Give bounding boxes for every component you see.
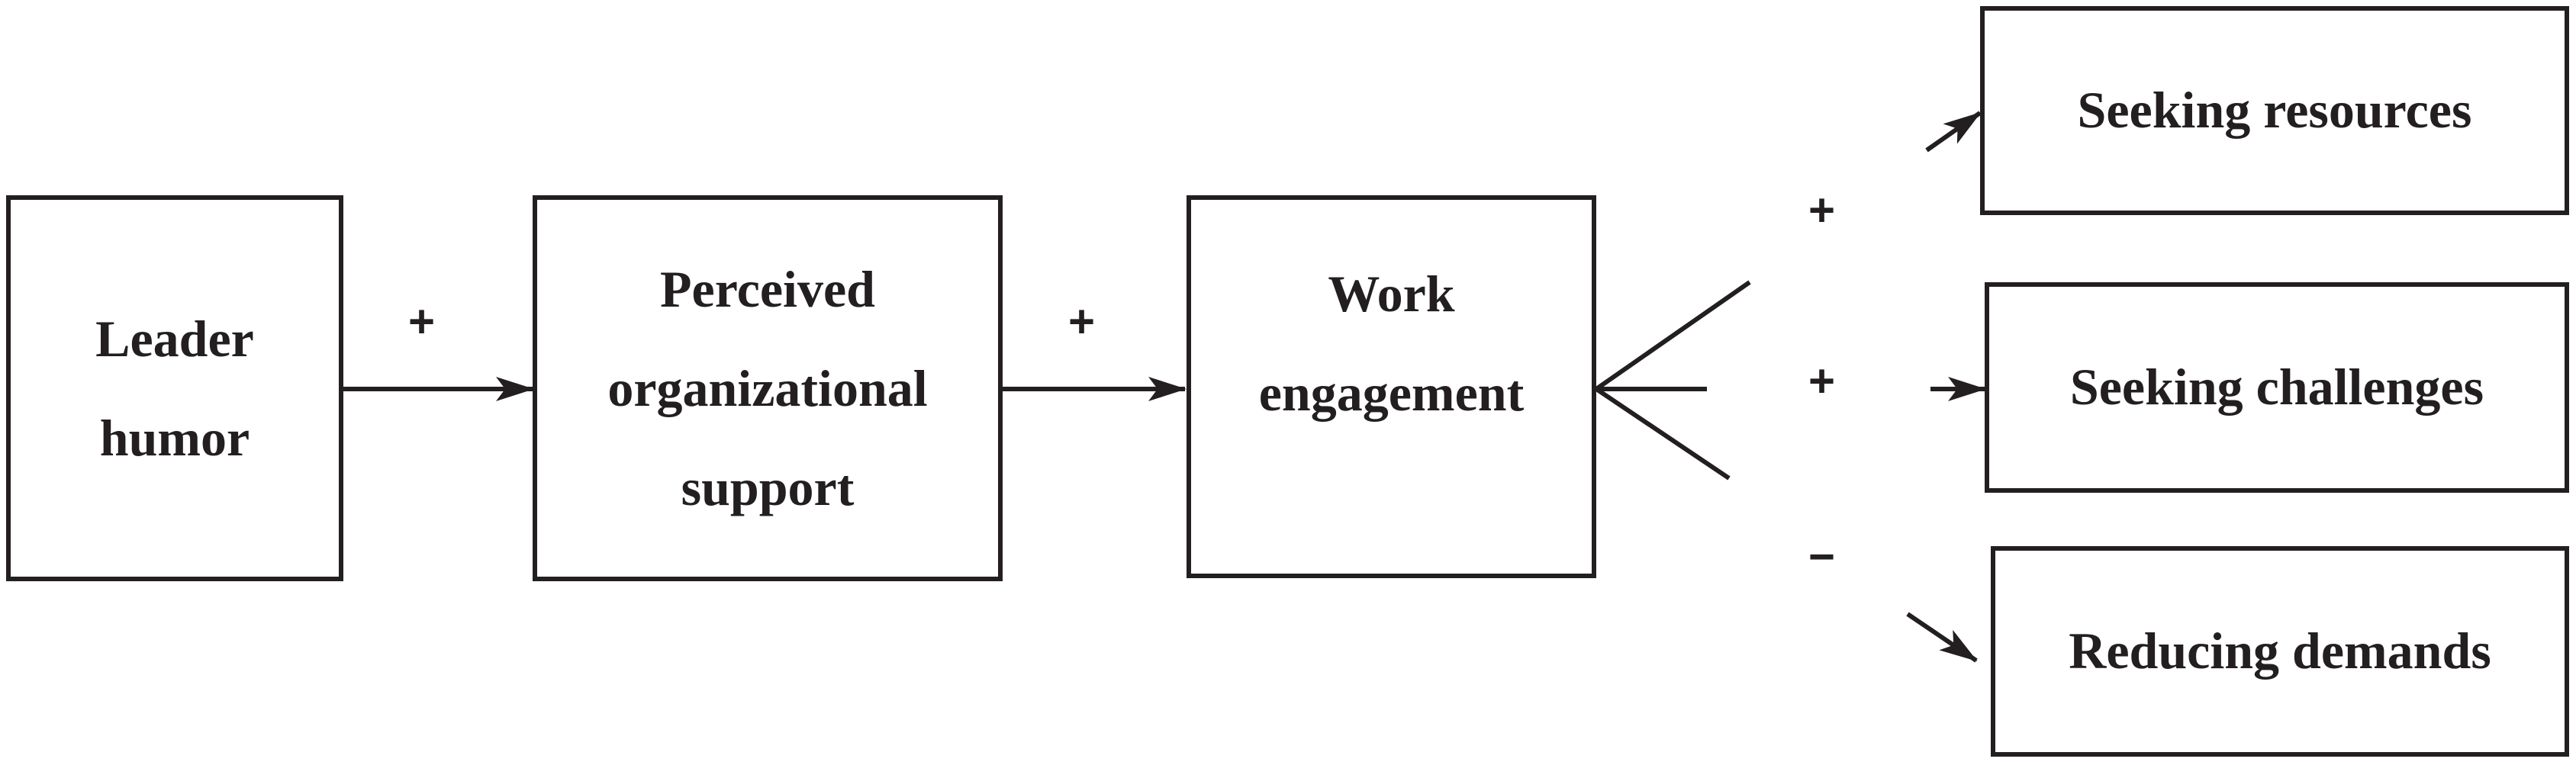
arrow-to-reducing-demands <box>1906 612 1978 663</box>
node-reducing-demands-label: Reducing demands <box>2069 622 2491 680</box>
node-reducing-demands: Reducing demands <box>1991 546 2569 757</box>
sign-to-seeking-resources: + <box>1808 185 1836 236</box>
branch-fork <box>1592 280 1751 481</box>
node-seeking-challenges: Seeking challenges <box>1985 282 2569 493</box>
node-seeking-challenges-label: Seeking challenges <box>2069 358 2484 416</box>
node-perceived-organizational-support: Perceived organizational support <box>533 195 1003 581</box>
arrow-to-seeking-resources <box>1925 111 1982 153</box>
sign-humor-to-support: + <box>408 296 436 347</box>
node-leader-humor: Leader humor <box>6 195 343 581</box>
node-perceived-organizational-support-label: Perceived organizational support <box>607 260 928 516</box>
node-seeking-resources-label: Seeking resources <box>2077 81 2472 140</box>
sign-support-to-engagement: + <box>1068 296 1096 347</box>
node-seeking-resources: Seeking resources <box>1980 6 2569 215</box>
sign-to-reducing-demands: − <box>1808 531 1836 582</box>
sign-to-seeking-challenges: + <box>1808 355 1836 407</box>
node-work-engagement-label: Work engagement <box>1258 265 1525 422</box>
node-work-engagement: Work engagement <box>1187 195 1596 578</box>
node-leader-humor-label: Leader humor <box>95 310 254 467</box>
